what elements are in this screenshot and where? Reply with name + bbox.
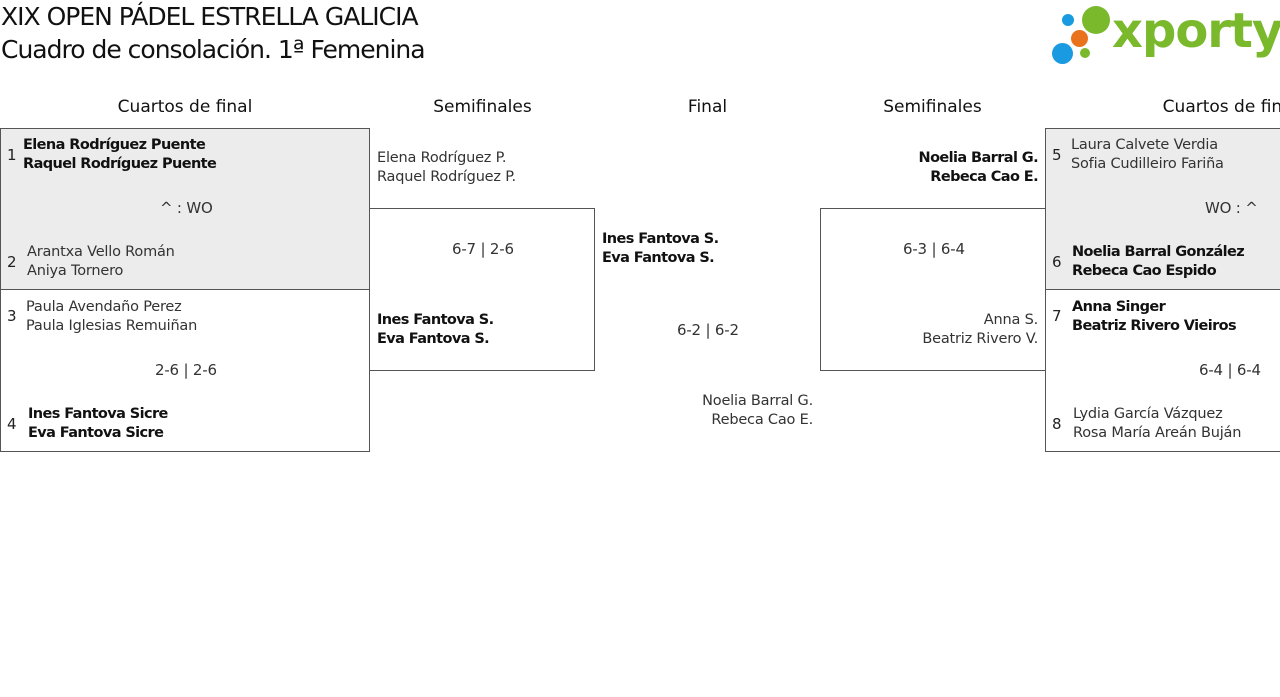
player-name: Sofia Cudilleiro Fariña [1071,156,1224,172]
logo-dot-blue-big [1052,43,1073,64]
player-name: Anna S. [983,312,1038,328]
player-name: Arantxa Vello Román [27,244,175,260]
player-name: Rebeca Cao Espido [1072,263,1217,279]
player-name: Eva Fantova S. [602,250,715,266]
seed-number: 2 [7,253,17,271]
player-name: Paula Iglesias Remuiñan [26,318,198,334]
player-name: Elena Rodríguez Puente [23,137,206,153]
xporty-logo[interactable]: xporty [1050,2,1280,68]
player-name: Raquel Rodríguez P. [377,169,516,185]
player-name: Raquel Rodríguez Puente [23,156,217,172]
round-header-right-qf: Cuartos de final [1162,97,1280,117]
match-score: 2-6 | 2-6 [155,361,217,379]
player-name: Rosa María Areán Buján [1073,425,1242,441]
match-score: 6-4 | 6-4 [1199,361,1261,379]
match-score: WO : ^ [1205,199,1258,217]
player-name: Noelia Barral G. [918,150,1039,166]
seed-number: 5 [1052,146,1062,164]
seed-number: 6 [1052,253,1062,271]
player-name: Elena Rodríguez P. [377,150,507,166]
seed-number: 4 [7,415,17,433]
match-box-left-qf-1[interactable] [0,128,370,290]
seed-number: 1 [7,146,17,164]
player-name: Rebeca Cao E. [711,412,813,428]
match-score: ^ : WO [160,199,213,217]
logo-dot-green-small [1080,48,1090,58]
round-header-left-sf: Semifinales [433,97,532,117]
round-header-left-qf: Cuartos de final [117,97,253,117]
page-title: XIX OPEN PÁDEL ESTRELLA GALICIA [1,2,419,31]
final-score: 6-2 | 6-2 [677,321,739,339]
round-header-final: Final [687,97,728,117]
seed-number: 3 [7,307,17,325]
seed-number: 8 [1052,415,1062,433]
player-name: Noelia Barral G. [702,393,813,409]
player-name: Ines Fantova Sicre [28,406,168,422]
player-name: Ines Fantova S. [602,231,719,247]
player-name: Anna Singer [1072,299,1166,315]
player-name: Ines Fantova S. [377,312,494,328]
match-score: 6-3 | 6-4 [903,240,965,258]
match-box-right-qf-2[interactable] [1045,289,1280,452]
page-subtitle: Cuadro de consolación. 1ª Femenina [1,35,426,64]
logo-dot-green [1082,6,1110,34]
logo-dot-blue-top [1062,14,1074,26]
player-name: Eva Fantova S. [377,331,490,347]
player-name: Paula Avendaño Perez [26,299,182,315]
player-name: Eva Fantova Sicre [28,425,164,441]
match-box-left-sf[interactable] [369,208,595,371]
round-header-right-sf: Semifinales [883,97,982,117]
logo-wordmark: xporty [1112,3,1280,59]
logo-dot-orange [1071,30,1088,47]
match-box-right-qf-1[interactable] [1045,128,1280,290]
player-name: Laura Calvete Verdia [1071,137,1218,153]
player-name: Noelia Barral González [1072,244,1245,260]
player-name: Aniya Tornero [27,263,124,279]
player-name: Beatriz Rivero Vieiros [1072,318,1237,334]
player-name: Beatriz Rivero V. [922,331,1038,347]
player-name: Lydia García Vázquez [1073,406,1223,422]
seed-number: 7 [1052,307,1062,325]
player-name: Rebeca Cao E. [930,169,1038,185]
match-score: 6-7 | 2-6 [452,240,514,258]
